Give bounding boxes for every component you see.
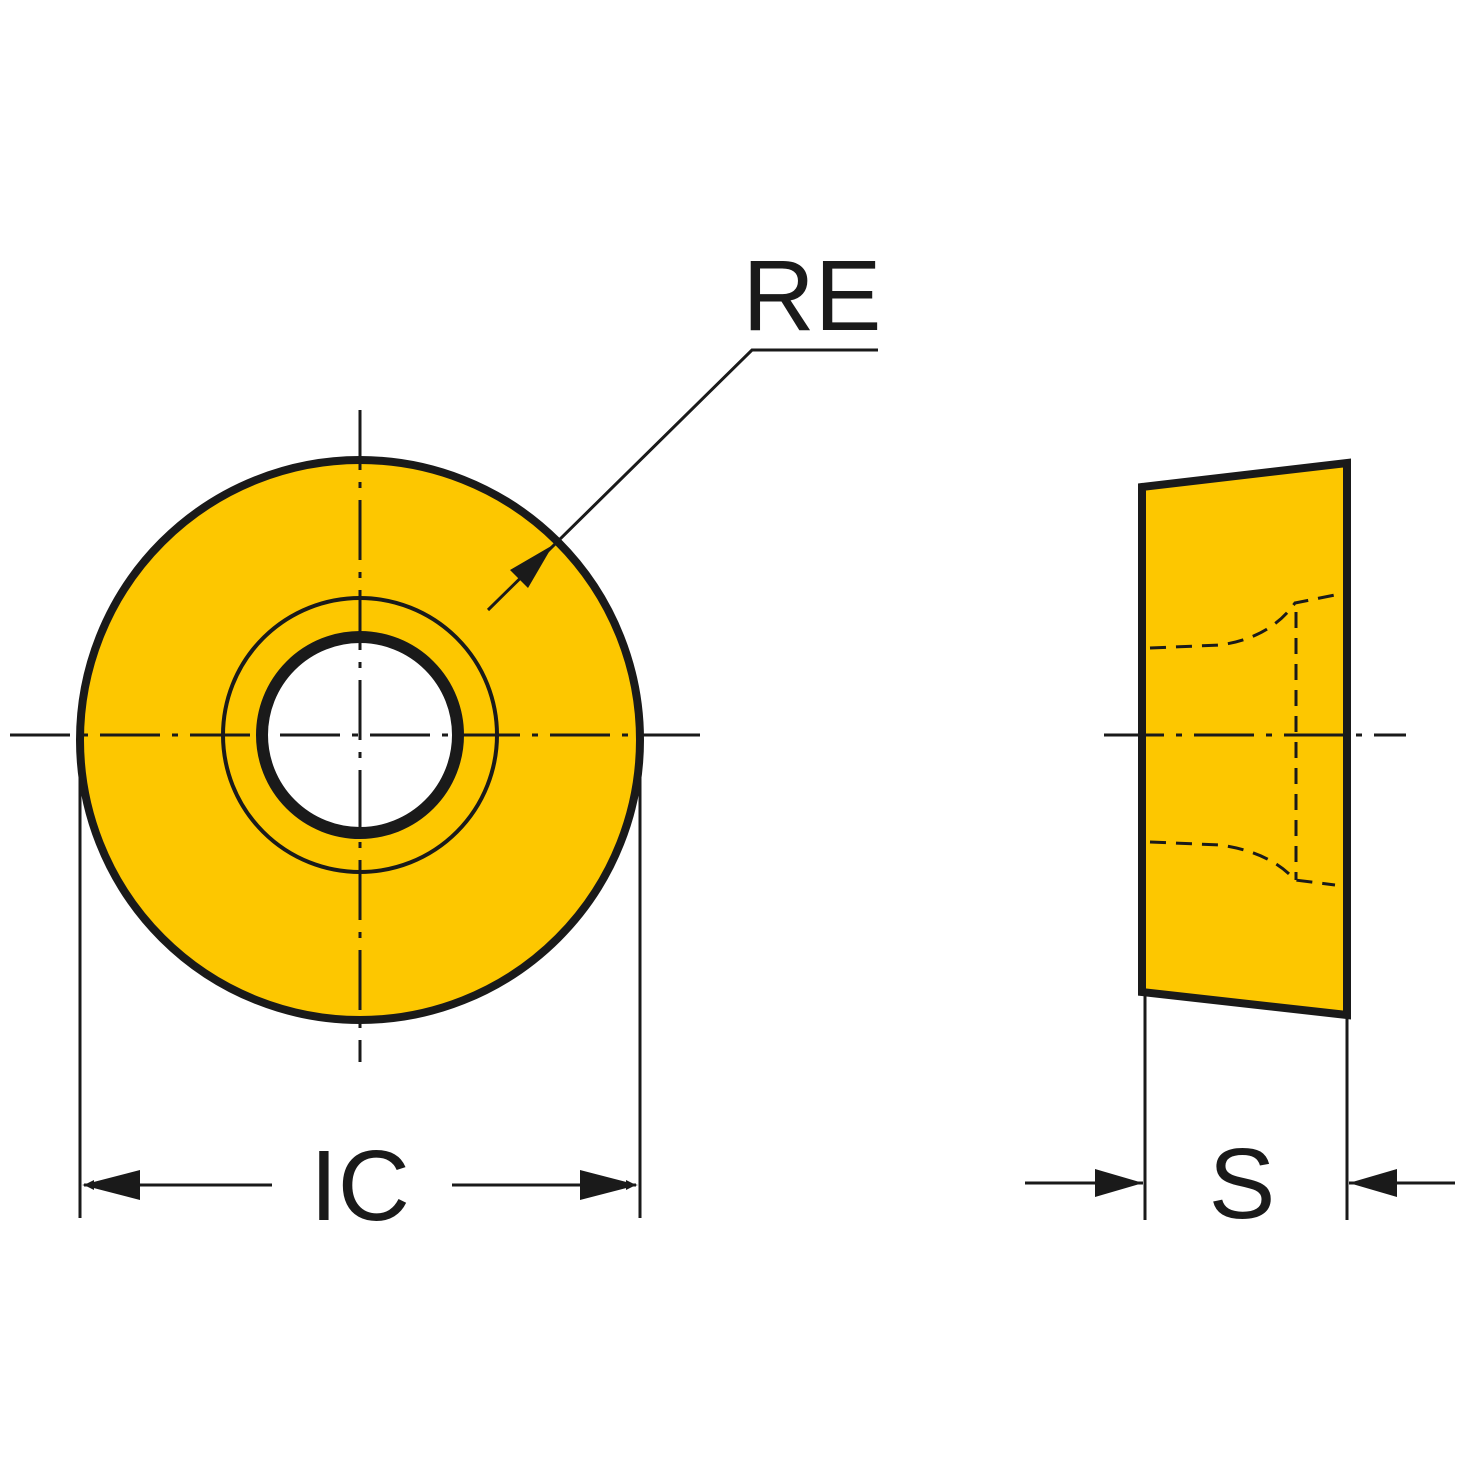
- front-view: IC RE: [10, 240, 881, 1242]
- insert-side-profile: [1138, 458, 1351, 1020]
- ic-label: IC: [310, 1130, 410, 1242]
- hidden-hole-bottom: [1149, 840, 1336, 887]
- re-leader-line: [486, 348, 878, 612]
- s-arrowhead-left: [1095, 1169, 1143, 1197]
- s-label: S: [1209, 1128, 1276, 1240]
- s-arrowhead-right: [1349, 1169, 1397, 1197]
- re-leader-arrowhead: [510, 545, 553, 588]
- hidden-hole-top: [1149, 593, 1336, 650]
- side-view: S: [1025, 458, 1455, 1240]
- ic-arrowhead-right: [580, 1170, 638, 1200]
- ic-arrowhead-left: [82, 1170, 140, 1200]
- re-label: RE: [743, 240, 882, 352]
